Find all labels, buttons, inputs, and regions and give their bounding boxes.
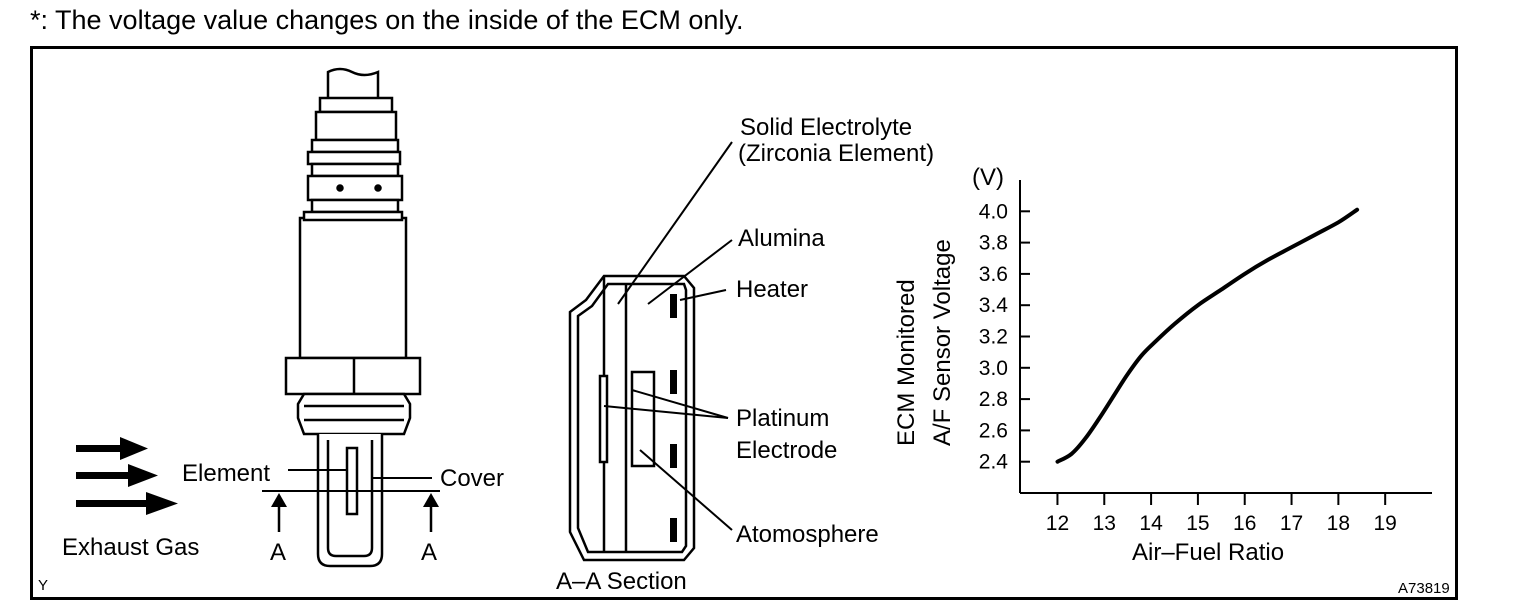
- section-arrow-right: [423, 493, 439, 532]
- cross-section: [568, 274, 696, 562]
- figure-code: A73819: [1398, 580, 1450, 597]
- voltage-chart: 2.4 2.6 2.8 3.0 3.2 3.4 3.6 3.8 4.0 12 13 14 15 16 17…: [893, 164, 1432, 566]
- heater-bars: [670, 294, 677, 542]
- y-tick-label: 2.6: [979, 419, 1008, 442]
- unit-label: (V): [972, 164, 1004, 191]
- platinum-label: Platinum: [736, 405, 829, 432]
- zirconia-element-label: (Zirconia Element): [738, 140, 934, 167]
- corner-mark-left: Y: [38, 577, 48, 594]
- y-axis-label-line1: ECM Monitored: [893, 279, 920, 446]
- y-tick-label: 2.4: [979, 451, 1009, 474]
- element-label: Element: [182, 460, 270, 487]
- solid-electrolyte-label: Solid Electrolyte: [740, 114, 912, 141]
- exhaust-arrows-icon: [76, 437, 178, 515]
- heater-label: Heater: [736, 276, 808, 303]
- section-mark-left: A: [270, 539, 286, 566]
- y-tick-label: 2.8: [979, 388, 1008, 411]
- section-title: A–A Section: [556, 568, 687, 595]
- electrode-label: Electrode: [736, 437, 837, 464]
- y-tick-label: 3.2: [979, 326, 1008, 349]
- diagram-frame: [30, 46, 1458, 600]
- y-tick-label: 3.8: [979, 232, 1008, 255]
- footnote: *: The voltage value changes on the insi…: [30, 5, 744, 35]
- oxygen-sensor: [284, 67, 422, 568]
- x-tick-label: 17: [1280, 512, 1303, 535]
- voltage-curve: [1055, 207, 1360, 464]
- y-tick-label: 4.0: [979, 200, 1008, 223]
- x-tick-label: 19: [1374, 512, 1397, 535]
- y-tick-label: 3.0: [979, 357, 1008, 380]
- section-leaders: [603, 141, 733, 531]
- x-axis-label: Air–Fuel Ratio: [1132, 539, 1284, 566]
- section-mark-right: A: [421, 539, 437, 566]
- cover-label: Cover: [440, 465, 504, 492]
- x-tick-label: 18: [1327, 512, 1350, 535]
- x-tick-label: 15: [1186, 512, 1209, 535]
- x-tick-label: 12: [1046, 512, 1069, 535]
- x-tick-label: 14: [1139, 512, 1163, 535]
- y-tick-label: 3.4: [979, 294, 1009, 317]
- x-tick-label: 16: [1233, 512, 1256, 535]
- exhaust-gas-label: Exhaust Gas: [62, 534, 199, 561]
- atmosphere-label: Atomosphere: [736, 521, 879, 548]
- x-tick-label: 13: [1093, 512, 1116, 535]
- y-axis-label-line2: A/F Sensor Voltage: [929, 239, 956, 446]
- alumina-label: Alumina: [738, 225, 825, 252]
- y-tick-label: 3.6: [979, 263, 1008, 286]
- section-arrow-left: [271, 493, 287, 532]
